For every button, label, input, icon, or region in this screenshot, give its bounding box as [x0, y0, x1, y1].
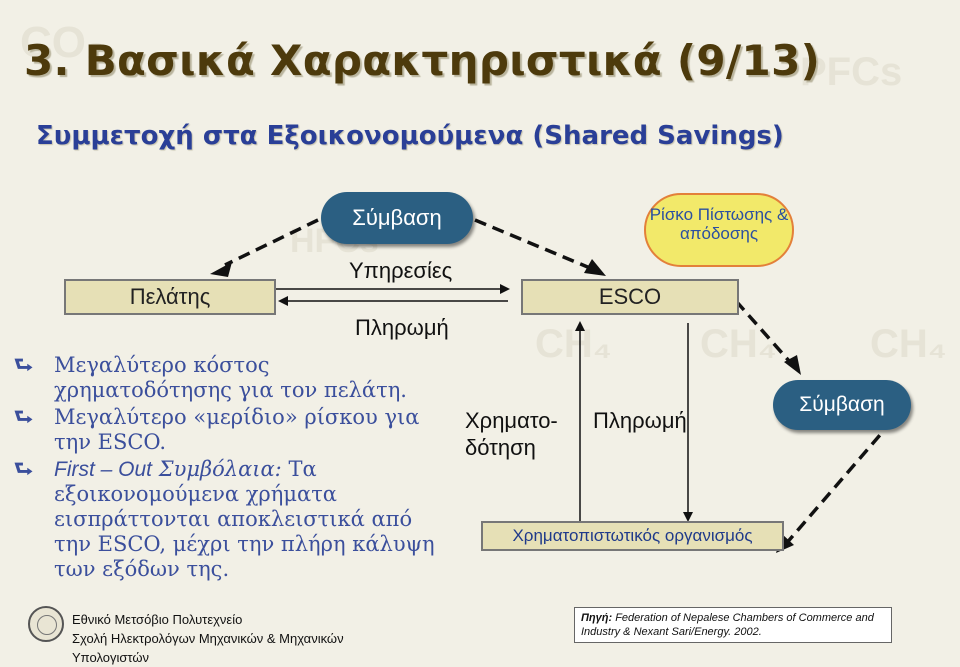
arrow-bullet-icon: ⮑	[14, 405, 33, 429]
contract-pill-top: Σύμβαση	[321, 192, 473, 244]
contract-pill-right: Σύμβαση	[773, 380, 911, 430]
bg-word-ch4-3: CH₄	[870, 322, 947, 366]
bullet-text: Μεγαλύτερο «μερίδιο» ρίσκου για την ESCO…	[54, 405, 420, 454]
payment-label-left: Πληρωμή	[355, 315, 449, 340]
university-seal-icon	[28, 606, 64, 642]
bullet-list: ⮑ Μεγαλύτερο κόστος χρηματοδότησης για τ…	[10, 353, 450, 583]
bg-word-ch4-1: CH₄	[535, 322, 612, 366]
arrow-bullet-icon: ⮑	[14, 457, 33, 481]
client-box: Πελάτης	[64, 279, 276, 315]
contract-arrowhead-esco-right	[784, 355, 801, 375]
contract-line-bank-right	[783, 433, 882, 547]
arrow-bullet-icon: ⮑	[14, 353, 33, 377]
financial-org-box: Χρηματοπιστωτικός οργανισμός	[481, 521, 784, 551]
risk-cloud: Ρίσκο Πίστωσης & απόδοσης	[644, 193, 794, 267]
source-box: Πηγή: Federation of Nepalese Chambers of…	[574, 607, 892, 643]
contract-line-right	[474, 218, 591, 270]
slide-title: 3. Βασικά Χαρακτηριστικά (9/13)	[24, 36, 821, 85]
bullet-item: ⮑ Μεγαλύτερο «μερίδιο» ρίσκου για την ES…	[10, 405, 450, 455]
services-label: Υπηρεσίες	[349, 258, 453, 283]
bg-word-ch4-2: CH₄	[700, 322, 777, 366]
esco-box: ESCO	[521, 279, 739, 315]
financing-label-line2: δότηση	[465, 435, 536, 460]
payment-label-right: Πληρωμή	[593, 408, 687, 433]
slide-subtitle: Συμμετοχή στα Εξοικονομούμενα (Shared Sa…	[36, 121, 784, 151]
bullet-item: ⮑ First – Out Συμβόλαια: Τα εξοικονομούμ…	[10, 457, 450, 582]
contract-line-left	[224, 218, 319, 267]
bg-word-co2: CO₂	[20, 18, 106, 67]
source-label: Πηγή:	[581, 612, 613, 624]
bullet-italic: Συμβόλαια:	[158, 457, 282, 481]
bg-word-pfcs: PFCs	[800, 50, 903, 94]
source-text: Federation of Nepalese Chambers of Comme…	[581, 612, 874, 638]
bullet-text: Μεγαλύτερο κόστος χρηματοδότησης για τον…	[54, 353, 407, 402]
footer-line2: Σχολή Ηλεκτρολόγων Μηχανικών & Μηχανικών	[72, 631, 344, 646]
footer: Εθνικό Μετσόβιο Πολυτεχνείο Σχολή Ηλεκτρ…	[72, 610, 344, 667]
bullet-text: Τα εξοικονομούμενα χρήματα εισπράττονται…	[54, 457, 435, 581]
footer-line1: Εθνικό Μετσόβιο Πολυτεχνείο	[72, 612, 243, 627]
bullet-item: ⮑ Μεγαλύτερο κόστος χρηματοδότησης για τ…	[10, 353, 450, 403]
contract-arrowhead-client	[210, 262, 232, 277]
bullet-lead: First – Out	[54, 458, 153, 481]
footer-line3: Υπολογιστών	[72, 650, 149, 665]
contract-arrowhead-esco	[584, 259, 606, 276]
financing-label-line1: Χρηματο-	[465, 408, 558, 433]
contract-line-esco-right	[734, 299, 792, 364]
